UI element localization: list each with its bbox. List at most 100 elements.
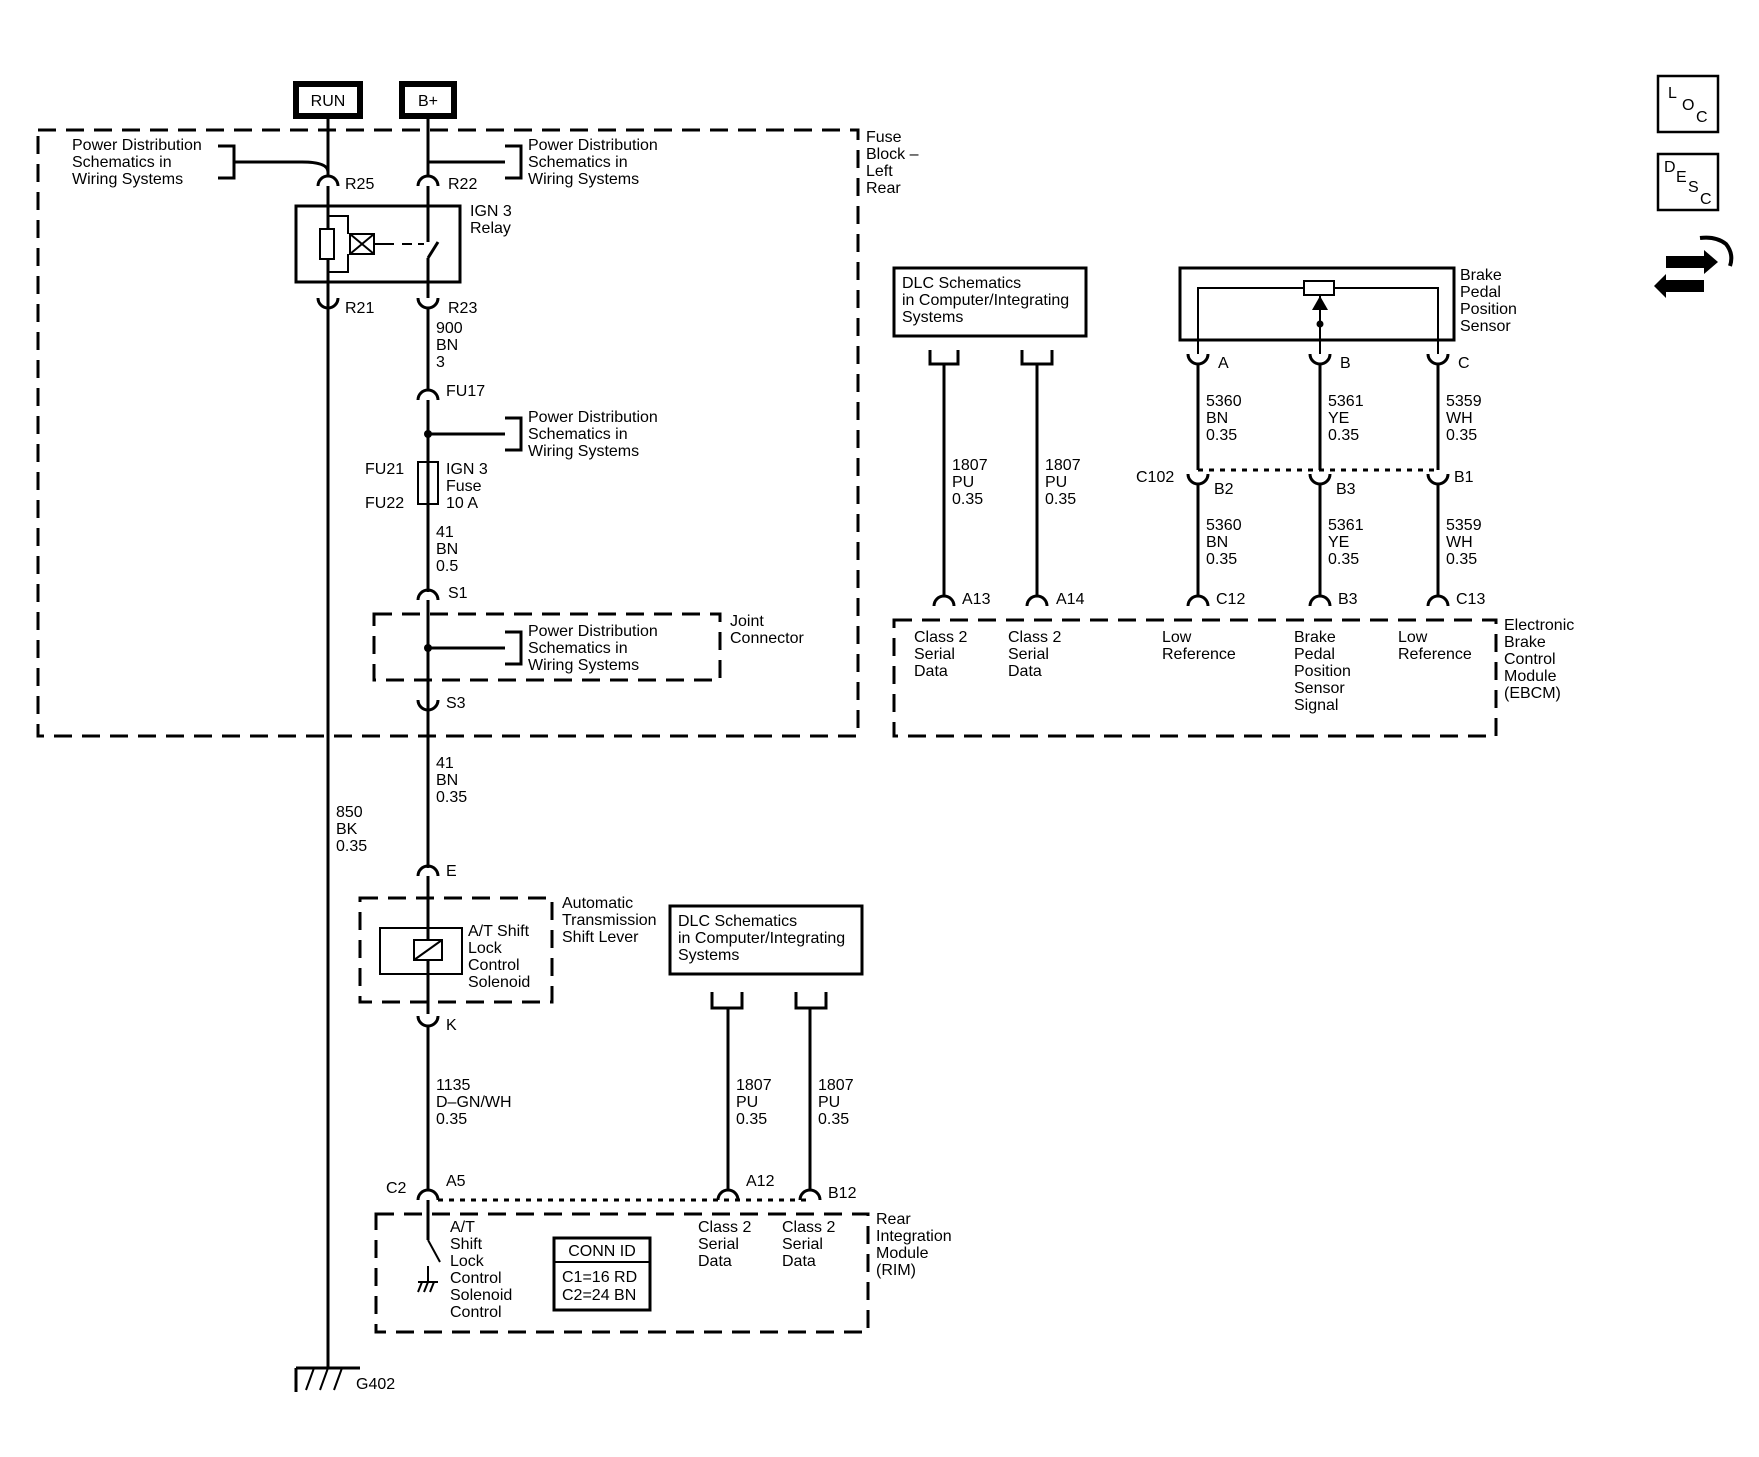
svg-text:DLC Schematics: DLC Schematics (678, 913, 797, 930)
wire-5359-upper-label: 5359 WH 0.35 (1446, 393, 1486, 444)
loc-icon[interactable]: L O C (1656, 74, 1720, 134)
c102-pin-b3: B3 (1336, 481, 1356, 498)
ebcm-low-ref-c12: Low Reference (1162, 629, 1236, 663)
pin-r21: R21 (345, 300, 374, 317)
shift-lever-outline (358, 896, 554, 1004)
pin-e: E (446, 863, 457, 880)
joint-connector-label: Joint Connector (730, 613, 804, 647)
svg-text:in Computer/Integrating: in Computer/Integrating (678, 930, 845, 947)
rim-label: Rear Integration Module (RIM) (876, 1211, 956, 1279)
shift-lever-label: Automatic Transmission Shift Lever (562, 895, 661, 946)
sensor-pin-b: B (1340, 355, 1351, 372)
svg-text:Systems: Systems (902, 309, 963, 326)
svg-text:D: D (1664, 159, 1676, 176)
pin-fu22: FU22 (365, 495, 404, 512)
rim-internal-switch (417, 1200, 441, 1293)
ground-label: G402 (356, 1376, 395, 1393)
sensor-pin-c: C (1458, 355, 1470, 372)
svg-text:L: L (1668, 85, 1677, 102)
rim-serial-a12: Class 2 Serial Data (698, 1219, 756, 1270)
svg-text:C: C (1700, 191, 1712, 208)
svg-text:C2=24 BN: C2=24 BN (562, 1287, 636, 1304)
wire-5361-lower-label: 5361 YE 0.35 (1328, 517, 1368, 568)
fuse-label: IGN 3 Fuse 10 A (446, 461, 492, 512)
ebcm-pin-b3: B3 (1338, 591, 1358, 608)
wire-5361-upper-label: 5361 YE 0.35 (1328, 393, 1368, 444)
wire-1135-label: 1135 D–GN/WH 0.35 (436, 1077, 516, 1128)
joint-connector-outline (372, 612, 722, 682)
brake-pedal-position-sensor (1178, 266, 1456, 354)
fuse-block-outline (36, 128, 860, 738)
rim-serial-b12: Class 2 Serial Data (782, 1219, 840, 1270)
ebcm-pin-a13: A13 (962, 591, 991, 608)
svg-text:in Computer/Integrating: in Computer/Integrating (902, 292, 1069, 309)
wire-900-label: 900 BN 3 (436, 320, 467, 371)
pin-s1: S1 (448, 585, 468, 602)
svg-text:C1=16 RD: C1=16 RD (562, 1269, 637, 1286)
ebcm-pin-a14: A14 (1056, 591, 1085, 608)
svg-text:O: O (1682, 97, 1694, 114)
svg-text:CONN ID: CONN ID (568, 1243, 636, 1260)
rim-outline (374, 1212, 870, 1334)
pin-r22: R22 (448, 176, 477, 193)
solenoid-label: A/T Shift Lock Control Solenoid (468, 923, 534, 991)
pin-fu21: FU21 (365, 461, 404, 478)
ground-g402 (294, 1366, 360, 1392)
wire-41-upper-label: 41 BN 0.5 (436, 524, 463, 575)
ign3-relay (294, 204, 462, 284)
pd-ref-middle: Power Distribution Schematics in Wiring … (528, 409, 662, 460)
wire-5360-lower-label: 5360 BN 0.35 (1206, 517, 1246, 568)
sensor-label: Brake Pedal Position Sensor (1460, 267, 1521, 335)
ebcm-pin-c13: C13 (1456, 591, 1485, 608)
wire-1807-ebcm-a14-label: 1807 PU 0.35 (1045, 457, 1085, 508)
svg-text:Systems: Systems (678, 947, 739, 964)
pd-ref-joint: Power Distribution Schematics in Wiring … (528, 623, 662, 674)
pin-r23: R23 (448, 300, 477, 317)
sensor-pin-a: A (1218, 355, 1229, 372)
pin-k: K (446, 1017, 457, 1034)
ebcm-low-ref-c13: Low Reference (1398, 629, 1472, 663)
connector-c2: C2 (386, 1180, 407, 1197)
svg-text:C: C (1696, 109, 1708, 126)
ebcm-label: Electronic Brake Control Module (EBCM) (1504, 617, 1579, 702)
wire-41-lower-label: 41 BN 0.35 (436, 755, 467, 806)
pd-ref-top-right: Power Distribution Schematics in Wiring … (528, 137, 662, 188)
conn-id-box: CONN ID C1=16 RD C2=24 BN (552, 1236, 652, 1312)
ebcm-serial-a13: Class 2 Serial Data (914, 629, 972, 680)
dlc-box-upper: DLC Schematics in Computer/Integrating S… (892, 266, 1088, 338)
wire-1807-ebcm-a13-label: 1807 PU 0.35 (952, 457, 992, 508)
wire-850-label: 850 BK 0.35 (336, 804, 367, 855)
wire-5359-lower-label: 5359 WH 0.35 (1446, 517, 1486, 568)
desc-icon[interactable]: D E S C (1656, 152, 1720, 212)
pin-r25: R25 (345, 176, 374, 193)
relay-label: IGN 3 Relay (470, 203, 516, 237)
pin-a12: A12 (746, 1173, 775, 1190)
source-run: RUN (293, 81, 363, 119)
svg-text:E: E (1676, 169, 1687, 186)
wire-1807-rim-b12-label: 1807 PU 0.35 (818, 1077, 858, 1128)
at-shift-lock-solenoid (379, 876, 463, 1014)
fuse-block-label: Fuse Block – Left Rear (866, 129, 923, 197)
navigation-arrows-icon[interactable] (1654, 235, 1734, 298)
connector-c102: C102 (1136, 469, 1174, 486)
c102-pin-b1: B1 (1454, 469, 1474, 486)
svg-text:B+: B+ (418, 93, 438, 110)
svg-text:S: S (1688, 179, 1699, 196)
source-bplus: B+ (399, 81, 457, 119)
pin-a5: A5 (446, 1173, 466, 1190)
pin-b12: B12 (828, 1185, 857, 1202)
ebcm-bpps-signal: Brake Pedal Position Sensor Signal (1294, 629, 1355, 714)
c102-pin-b2: B2 (1214, 481, 1234, 498)
dlc-box-lower: DLC Schematics in Computer/Integrating S… (668, 904, 864, 976)
rim-control-label: A/T Shift Lock Control Solenoid Control (450, 1219, 517, 1321)
svg-text:DLC Schematics: DLC Schematics (902, 275, 1021, 292)
svg-text:RUN: RUN (311, 93, 346, 110)
ebcm-outline (892, 618, 1498, 738)
pd-ref-left: Power Distribution Schematics in Wiring … (72, 137, 206, 188)
wire-5360-upper-label: 5360 BN 0.35 (1206, 393, 1246, 444)
pin-fu17: FU17 (446, 383, 485, 400)
pin-s3: S3 (446, 695, 466, 712)
ebcm-serial-a14: Class 2 Serial Data (1008, 629, 1066, 680)
ebcm-pin-c12: C12 (1216, 591, 1245, 608)
